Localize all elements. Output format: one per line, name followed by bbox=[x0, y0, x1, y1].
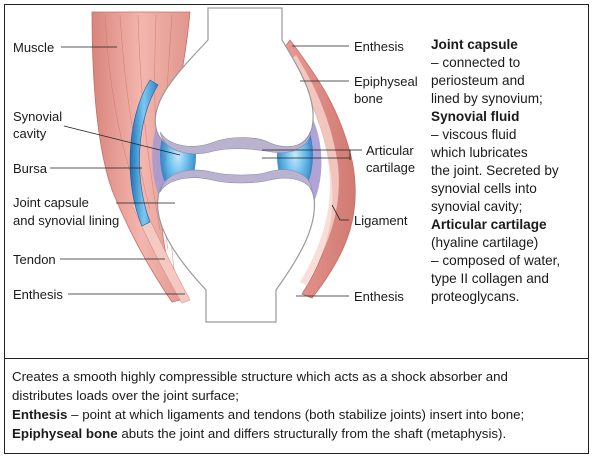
articular-cartilage-line: proteoglycans. bbox=[431, 288, 587, 306]
enthesis-definition: – point at which ligaments and tendons (… bbox=[67, 407, 524, 422]
synovial-fluid-line: which lubricates bbox=[431, 144, 587, 162]
caption-line-epiphyseal: Epiphyseal bone abuts the joint and diff… bbox=[12, 424, 587, 443]
caption-line-enthesis: Enthesis – point at which ligaments and … bbox=[12, 405, 587, 424]
caption-line-1: Creates a smooth highly compressible str… bbox=[12, 367, 587, 386]
label-articular-1: Articular bbox=[366, 143, 414, 158]
articular-cartilage-line: (hyaline cartilage) bbox=[431, 234, 587, 252]
section-divider bbox=[4, 358, 589, 359]
joint-capsule-line: periosteum and bbox=[431, 72, 587, 90]
epiphyseal-definition: abuts the joint and differs structurally… bbox=[118, 426, 507, 441]
label-joint-capsule-2: and synovial lining bbox=[13, 213, 119, 228]
label-synovial-cavity-2: cavity bbox=[13, 126, 47, 141]
label-enthesis-bottom: Enthesis bbox=[354, 289, 404, 304]
label-synovial-cavity-1: Synovial bbox=[13, 109, 62, 124]
joint-capsule-line: – connected to bbox=[431, 54, 587, 72]
label-articular-2: cartilage bbox=[366, 160, 415, 175]
label-enthesis-left: Enthesis bbox=[13, 287, 63, 302]
caption-line-2: distributes loads over the joint surface… bbox=[12, 386, 587, 405]
joint-capsule-heading: Joint capsule bbox=[431, 36, 587, 54]
label-joint-capsule-1: Joint capsule bbox=[13, 195, 89, 210]
label-tendon: Tendon bbox=[13, 252, 56, 267]
description-panel: Joint capsule – connected to periosteum … bbox=[431, 36, 587, 306]
synovial-fluid-heading: Synovial fluid bbox=[431, 108, 587, 126]
synovial-fluid-line: – viscous fluid bbox=[431, 126, 587, 144]
label-muscle: Muscle bbox=[13, 40, 54, 55]
label-enthesis-top: Enthesis bbox=[354, 39, 404, 54]
bottom-caption: Creates a smooth highly compressible str… bbox=[12, 367, 587, 443]
epiphyseal-term: Epiphyseal bone bbox=[12, 426, 118, 441]
joint-capsule-line: lined by synovium; bbox=[431, 90, 587, 108]
synovial-fluid-line: synovial cavity; bbox=[431, 198, 587, 216]
articular-cartilage-heading: Articular cartilage bbox=[431, 216, 587, 234]
label-epiphyseal-1: Epiphyseal bbox=[354, 74, 418, 89]
articular-cartilage-line: type II collagen and bbox=[431, 270, 587, 288]
label-bursa: Bursa bbox=[13, 161, 48, 176]
articular-cartilage-line: – composed of water, bbox=[431, 252, 587, 270]
label-epiphyseal-2: bone bbox=[354, 91, 383, 106]
synovial-fluid-line: synovial cells into bbox=[431, 180, 587, 198]
synovial-fluid-line: the joint. Secreted by bbox=[431, 162, 587, 180]
enthesis-term: Enthesis bbox=[12, 407, 67, 422]
label-ligament: Ligament bbox=[354, 213, 408, 228]
